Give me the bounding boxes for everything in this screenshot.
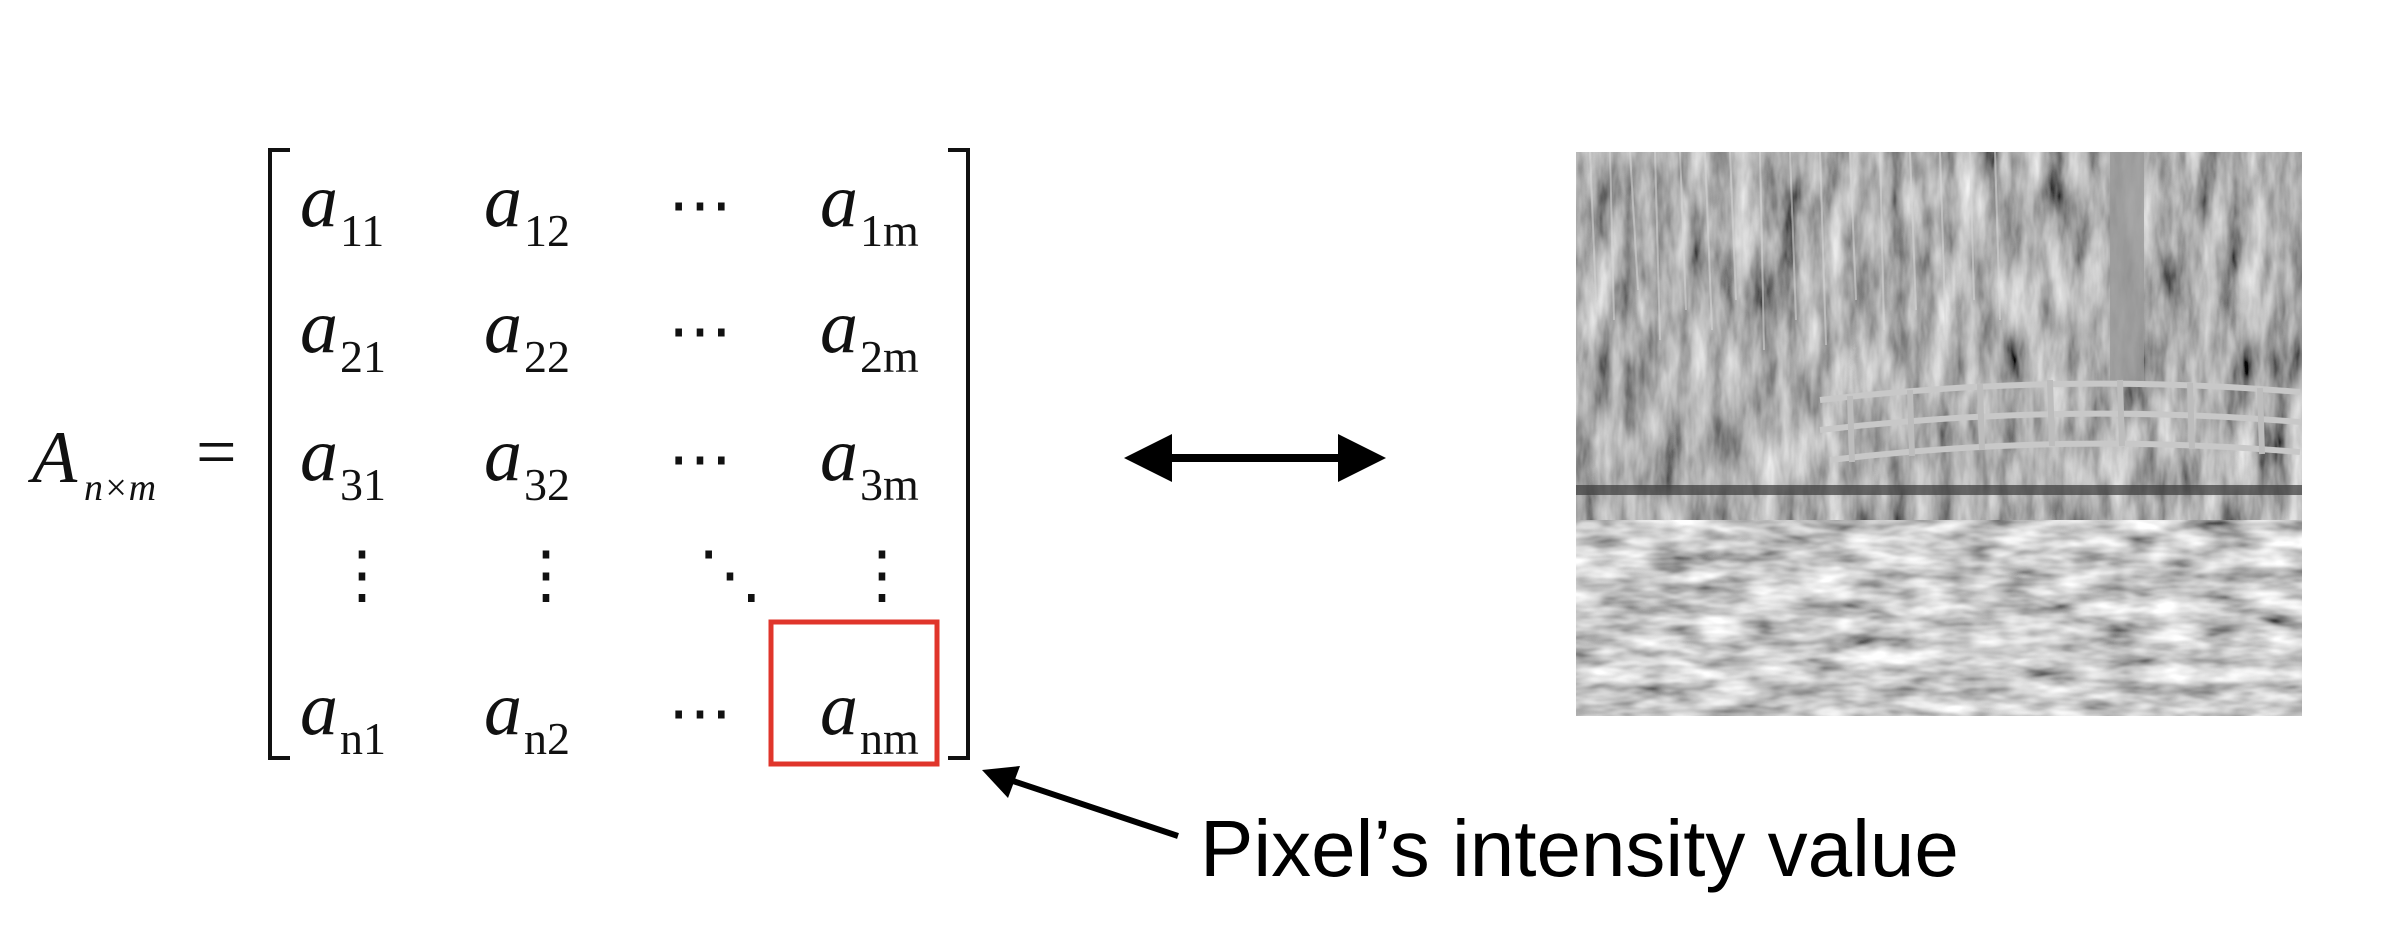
matrix-entry-subscript: n2 — [524, 713, 570, 764]
matrix-entry-base: ⋯ — [668, 423, 732, 494]
matrix-entry-subscript: 12 — [524, 205, 570, 256]
matrix-entry-subscript: 32 — [524, 459, 570, 510]
matrix-entry-r4-c2: ⋮ — [514, 539, 578, 610]
matrix-entry-subscript: nm — [860, 713, 919, 764]
matrix-entry-subscript: 3m — [860, 459, 919, 510]
matrix-dimension-subscript: n×m — [84, 467, 156, 509]
matrix-entry-r4-c4: ⋮ — [850, 539, 914, 610]
matrix-entry-base: ⋯ — [668, 677, 732, 748]
matrix-entry-subscript: 21 — [340, 331, 386, 382]
matrix-entry-base: a — [484, 159, 522, 243]
matrix-entry-base: ⋮ — [330, 539, 394, 610]
matrix-entry-base: ⋯ — [668, 169, 732, 240]
matrix-entry-subscript: 2m — [860, 331, 919, 382]
matrix-entry-base: ⋯ — [668, 295, 732, 366]
matrix-entry-r1-c3: ⋯ — [668, 169, 732, 240]
matrix-entry-subscript: 11 — [340, 205, 384, 256]
matrix-entry-r4-c1: ⋮ — [330, 539, 394, 610]
matrix-entry-base: a — [300, 667, 338, 751]
matrix-entry-subscript: 1m — [860, 205, 919, 256]
matrix-entry-base: a — [820, 667, 858, 751]
equals-sign: = — [196, 412, 237, 492]
matrix-entry-base: ⋮ — [514, 539, 578, 610]
matrix-entry-base: a — [820, 413, 858, 497]
matrix-left-bracket — [268, 148, 290, 760]
matrix-entry-base: a — [820, 159, 858, 243]
matrix-entry-base: a — [300, 413, 338, 497]
matrix-entry-subscript: 22 — [524, 331, 570, 382]
matrix-entry-base: a — [484, 413, 522, 497]
matrix-lhs: A n×m = — [27, 412, 237, 509]
annotation-label: Pixel’s intensity value — [1200, 804, 1959, 893]
matrix-entry-base: a — [484, 285, 522, 369]
matrix-entry-base: a — [484, 667, 522, 751]
matrix-entry-r5-c3: ⋯ — [668, 677, 732, 748]
matrix-entry-base: a — [820, 285, 858, 369]
matrix-entry-subscript: 31 — [340, 459, 386, 510]
matrix-entry-r4-c3: ⋱ — [698, 539, 762, 610]
matrix-entry-base: ⋱ — [698, 539, 762, 610]
grayscale-garden-bridge-photo — [1576, 152, 2302, 716]
matrix-entry-subscript: n1 — [340, 713, 386, 764]
pointer-arrow-icon — [982, 766, 1179, 839]
matrix-symbol: A — [27, 417, 78, 499]
matrix-entry-base: a — [300, 159, 338, 243]
highlighted-entry-box — [768, 619, 940, 767]
matrix-entry-r2-c3: ⋯ — [668, 295, 732, 366]
matrix-entry-base: ⋮ — [850, 539, 914, 610]
matrix-entry-r3-c3: ⋯ — [668, 423, 732, 494]
matrix-entry-base: a — [300, 285, 338, 369]
matrix-right-bracket — [948, 148, 970, 760]
double-headed-arrow-icon — [1124, 434, 1386, 482]
